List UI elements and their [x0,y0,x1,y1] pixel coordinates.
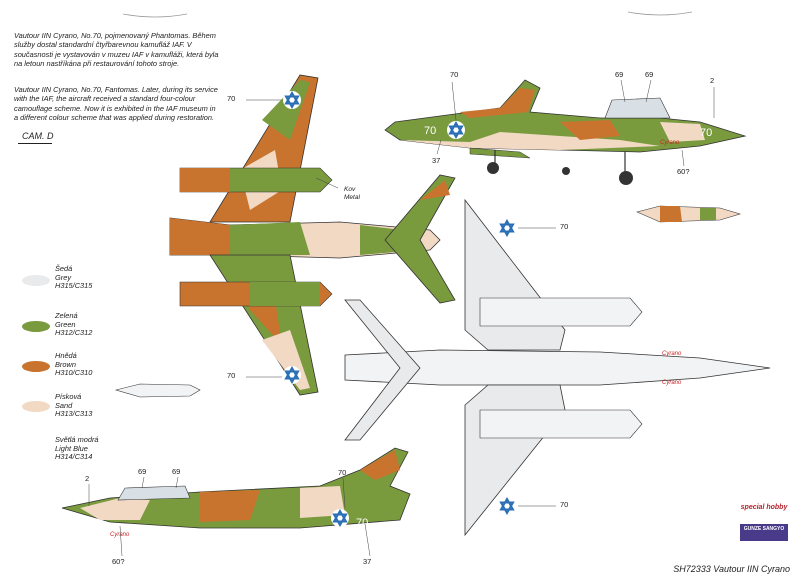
nose-name-bottom: Cyrano [110,532,130,538]
side-number: 70 [424,125,436,137]
side-view-bottom: 70 70 Cyrano [61,447,411,538]
callout-70-top: 70 [450,70,459,79]
side-view-top: 70 70 Cyrano [384,79,747,185]
swatch-sand [22,401,50,412]
side-number-nose: 70 [700,127,712,139]
callout-69-bottom-b: 69 [172,467,181,476]
description-cz: Vautour IIN Cyrano, No.70, pojmenovaný P… [14,31,219,68]
camo-label: CAM. D [22,131,54,141]
footer-title: SH72333 Vautour IIN Cyrano [673,564,790,574]
callout-2-bottom: 2 [85,474,90,483]
bottom-view: Cyrano Cyrano [344,198,771,537]
callout-70-bottom: 70 [338,468,347,477]
side-number-bottom: 70 [356,517,368,529]
callout-70-underside-upper: 70 [560,222,569,231]
callout-69-top-b: 69 [645,70,654,79]
camo-underline [18,143,52,144]
callout-69-bottom-a: 69 [138,467,147,476]
callout-70-wing-lower: 70 [227,371,236,380]
callout-37-top: 37 [432,156,441,165]
side-number-bottom-nose: 70 [82,517,94,529]
callout-60-bottom: 60? [112,557,125,566]
swatch-green [22,321,50,332]
callout-2-top: 2 [710,76,715,85]
description-en: Vautour IIN Cyrano, No.70, Fantomas. Lat… [14,85,218,122]
callout-37-bottom: 37 [363,557,372,566]
gunze-sangyo-logo: GUNZE SANGYO [740,524,788,541]
swatch-grey [22,275,50,286]
callout-60-top: 60? [677,167,690,176]
callout-70-wing-upper: 70 [227,94,236,103]
underside-name-lower: Cyrano [662,380,682,386]
top-view [169,74,456,396]
swatch-brown [22,361,50,372]
special-hobby-logo: special hobby [740,504,788,511]
callout-69-top-a: 69 [615,70,624,79]
nose-name: Cyrano [660,140,680,146]
underside-name-upper: Cyrano [662,351,682,357]
callout-70-underside-lower: 70 [560,500,569,509]
